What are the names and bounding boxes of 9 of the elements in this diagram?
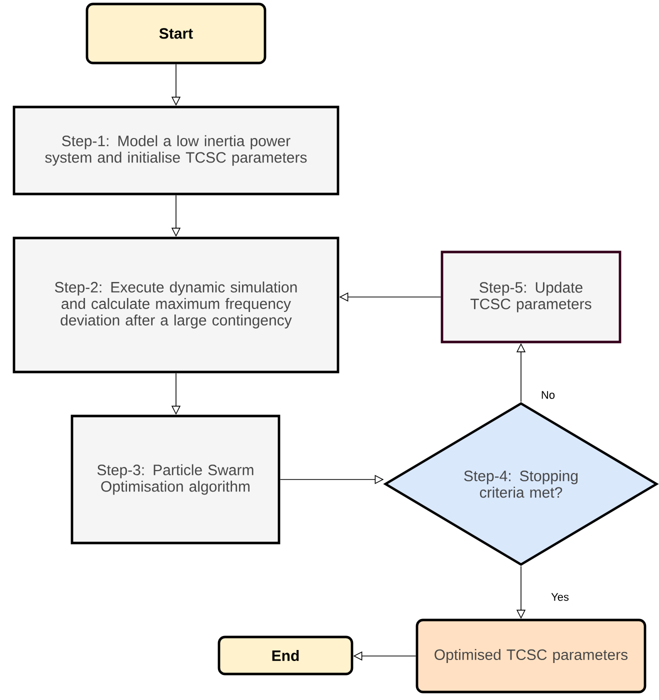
terminal-box: Optimised TCSC parameters bbox=[416, 618, 646, 694]
terminal-box: End bbox=[218, 636, 354, 676]
process-box: Step-2: Execute dynamic simulation and calculate maximum frequency deviation after a large contingency bbox=[12, 236, 340, 374]
edge-label: No bbox=[540, 390, 556, 400]
process-box: Step-1: Model a low inertia power system and initialise TCSC parameters bbox=[12, 106, 340, 196]
terminal-box: Start bbox=[86, 2, 266, 64]
process-box: Step-3: Particle Swarm Optimisation algorithm bbox=[70, 414, 280, 544]
process-box: Step-5: Update TCSC parameters bbox=[440, 250, 622, 344]
edge-label: Yes bbox=[550, 592, 570, 602]
